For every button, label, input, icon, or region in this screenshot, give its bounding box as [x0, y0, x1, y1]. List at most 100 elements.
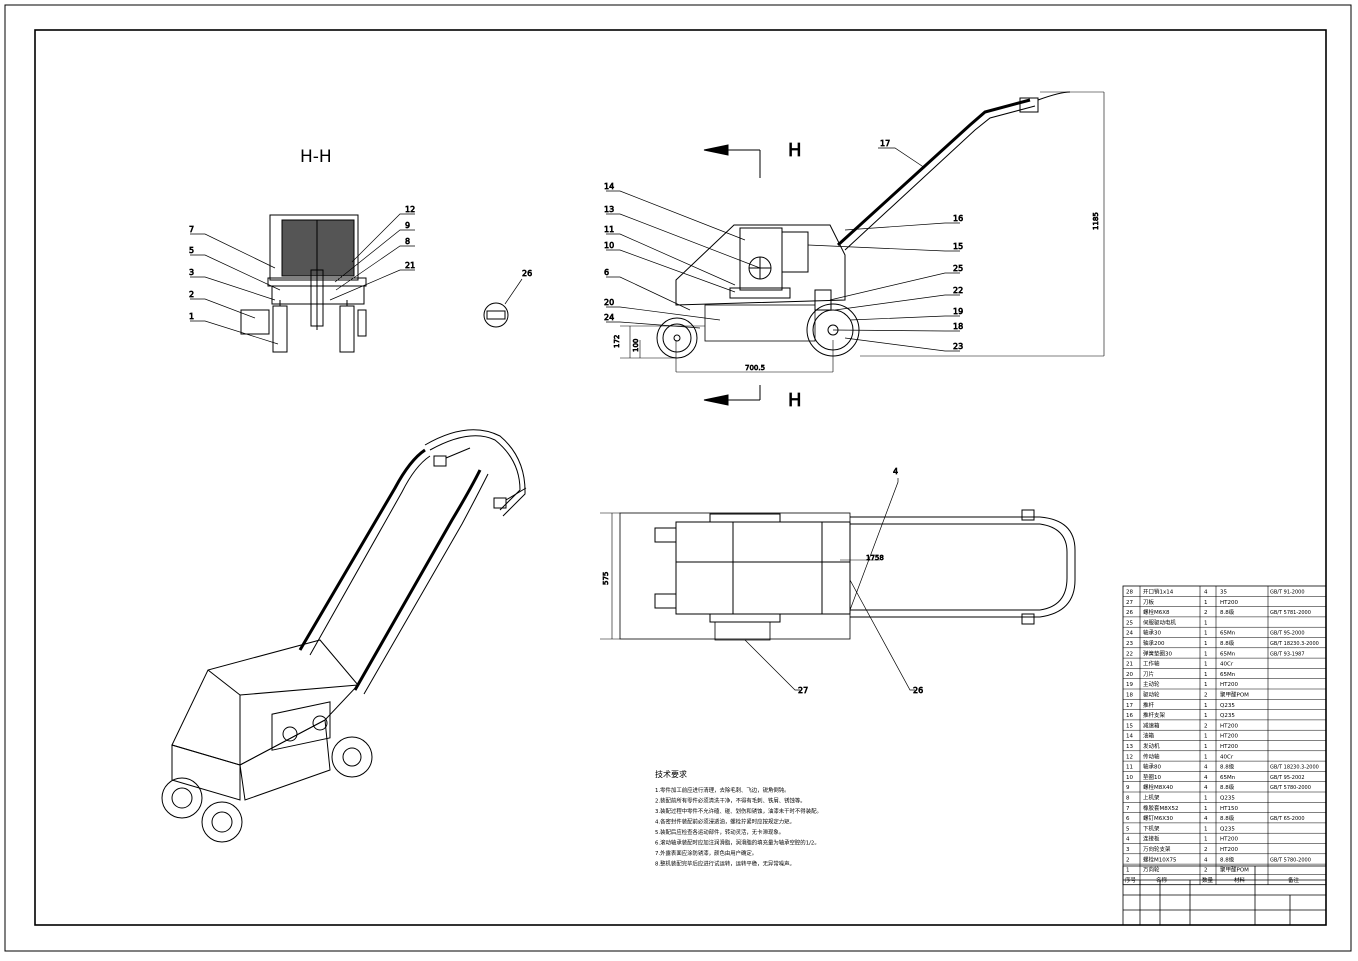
balloon-label: 18 — [953, 322, 963, 331]
row-material: 8.8级 — [1220, 608, 1235, 616]
row-name: 下机架 — [1143, 824, 1160, 832]
balloon-label: 11 — [604, 225, 614, 234]
row-name: 油箱 — [1143, 732, 1155, 740]
balloon-label: 13 — [604, 205, 614, 214]
row-qty: 1 — [1204, 662, 1208, 668]
row-material: 聚甲醛POM — [1220, 691, 1249, 699]
row-no: 16 — [1126, 713, 1133, 719]
row-name: 发动机 — [1143, 742, 1160, 750]
tech-title: 技术要求 — [655, 769, 687, 779]
row-name: 万向轮 — [1143, 866, 1160, 874]
row-name: 传动轴 — [1143, 752, 1160, 760]
leader-line — [849, 315, 960, 321]
row-name: 螺栓M6X8 — [1143, 608, 1170, 616]
row-no: 24 — [1126, 631, 1133, 637]
leader-line — [606, 321, 701, 329]
row-name: 主动轮 — [1143, 680, 1160, 688]
header-qty: 数量 — [1202, 876, 1214, 884]
row-no: 20 — [1126, 672, 1133, 678]
row-qty: 1 — [1204, 672, 1208, 678]
leader-line — [190, 233, 276, 269]
row-qty: 4 — [1204, 816, 1208, 822]
row-material: 聚甲醛POM — [1220, 866, 1249, 874]
leader-line — [829, 272, 960, 301]
row-qty: 4 — [1204, 590, 1208, 596]
row-name: 伺服驱动电机 — [1143, 618, 1177, 626]
row-no: 22 — [1126, 651, 1133, 657]
leader-line — [807, 244, 960, 252]
row-name: 轴承30 — [1143, 629, 1161, 637]
row-material: 65Mn — [1220, 775, 1236, 781]
table-header: 序号名称数量材料备注 — [1125, 876, 1300, 884]
row-qty: 1 — [1204, 837, 1208, 843]
header-standard: 备注 — [1288, 876, 1300, 884]
balloon-label: 20 — [604, 298, 614, 307]
leader-line — [329, 269, 415, 301]
row-no: 4 — [1126, 837, 1130, 843]
dimension-length: 1758 — [866, 554, 884, 562]
row-qty: 1 — [1204, 796, 1208, 802]
row-no: 1 — [1126, 868, 1130, 874]
row-no: 23 — [1126, 641, 1133, 647]
row-no: 15 — [1126, 723, 1133, 729]
row-qty: 1 — [1204, 641, 1208, 647]
row-qty: 1 — [1204, 620, 1208, 626]
row-name: 刀板 — [1143, 598, 1155, 606]
leader-line — [834, 294, 960, 311]
row-no: 27 — [1126, 600, 1133, 606]
row-material: 65Mn — [1220, 651, 1236, 657]
tech-line: 3.装配过程中零件不允许磕、碰、划伤和锈蚀，油漆未干时不得装配。 — [655, 807, 822, 815]
row-qty: 4 — [1204, 857, 1208, 863]
balloon-label: 23 — [953, 342, 963, 351]
row-qty: 4 — [1204, 785, 1208, 791]
row-name: 连接板 — [1143, 835, 1160, 843]
dimension-wheelbase: 700.5 — [745, 364, 765, 372]
row-no: 8 — [1126, 796, 1130, 802]
row-qty: 2 — [1204, 693, 1208, 699]
row-qty: 1 — [1204, 713, 1208, 719]
balloon-label: 12 — [405, 205, 415, 214]
row-material: HT200 — [1220, 847, 1238, 853]
dimension-wheel: 100 — [632, 339, 640, 352]
balloon-label: 19 — [953, 307, 963, 316]
dimension-rear-drop: 172 — [613, 335, 621, 348]
header-name: 名称 — [1156, 876, 1168, 884]
row-material: 8.8级 — [1220, 855, 1235, 863]
row-qty: 1 — [1204, 651, 1208, 657]
balloon-label: 21 — [405, 261, 415, 270]
row-no: 3 — [1126, 847, 1130, 853]
leader-line — [606, 306, 721, 321]
row-no: 17 — [1126, 703, 1133, 709]
row-material: 65Mn — [1220, 631, 1236, 637]
row-name: 推杆 — [1143, 701, 1155, 709]
tech-line: 5.装配后应检查各运动部件，转动灵活，无卡滞现象。 — [655, 828, 784, 836]
row-no: 10 — [1126, 775, 1133, 781]
row-material: 8.8级 — [1220, 814, 1235, 822]
row-qty: 1 — [1204, 631, 1208, 637]
row-qty: 1 — [1204, 806, 1208, 812]
row-no: 5 — [1126, 826, 1130, 832]
balloon-label: 15 — [953, 242, 963, 251]
leader-line — [606, 233, 736, 286]
row-name: 轴承80 — [1143, 763, 1161, 771]
tech-line: 2.装配前所有零件必须清洗干净，不得有毛刺、铁屑、锈蚀等。 — [655, 797, 806, 805]
leader-line — [190, 298, 256, 319]
dimension-width: 575 — [602, 572, 610, 585]
table-frame — [1122, 585, 1327, 886]
row-name: 工作轴 — [1143, 660, 1160, 668]
row-name: 万向轮支架 — [1143, 845, 1171, 853]
balloon-label: 3 — [189, 268, 194, 277]
isometric-view — [161, 429, 527, 843]
row-no: 7 — [1126, 806, 1130, 812]
row-no: 2 — [1126, 857, 1130, 863]
row-name: 减速箱 — [1143, 721, 1160, 729]
leader-line — [744, 639, 800, 691]
balloon-label: 10 — [604, 241, 614, 250]
